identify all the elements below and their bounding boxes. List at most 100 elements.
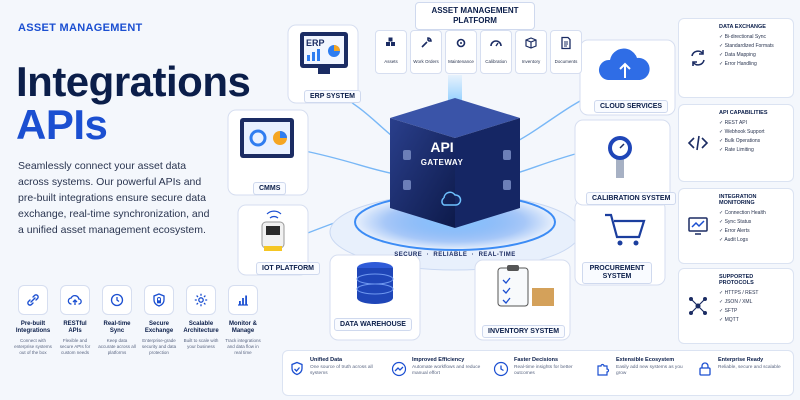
feature-desc: Built to scale with your business — [183, 338, 219, 349]
iot-device-icon — [261, 210, 285, 251]
platform-title: ASSET MANAGEMENT PLATFORM — [415, 2, 535, 30]
puzzle-icon — [597, 363, 610, 376]
trend-icon — [391, 361, 407, 377]
monitor-chart-icon — [688, 217, 708, 235]
benefit-desc: Automate workflows and reduce manual eff… — [412, 365, 481, 376]
shield-check-icon — [291, 361, 303, 376]
cloud-upload-icon — [60, 285, 90, 315]
feature-restful: RESTful APIs Flexible and secure APIs fo… — [56, 285, 94, 356]
module-inventory: Inventory — [515, 30, 547, 74]
card-item: ✓ REST API — [719, 120, 748, 126]
feature-title: RESTful APIs — [63, 321, 87, 334]
clock-icon — [493, 361, 509, 377]
network-icon — [689, 297, 707, 315]
gateway-cube — [390, 98, 520, 228]
iot-platform-label: IOT PLATFORM — [256, 262, 320, 275]
gauge-icon — [490, 40, 502, 47]
module-label: Inventory — [521, 59, 541, 64]
shopping-cart-icon — [605, 213, 646, 246]
erp-monitor-icon — [300, 32, 348, 74]
document-icon — [561, 36, 571, 50]
inventory-system-label: INVENTORY SYSTEM — [482, 325, 566, 338]
feature-title: Secure Exchange — [144, 321, 174, 334]
module-label: Assets — [384, 59, 398, 64]
box-icon — [525, 37, 537, 49]
card-item: ✓ MQTT — [719, 317, 739, 323]
cmms-monitor-icon — [240, 118, 294, 158]
sync-icon — [691, 50, 705, 66]
card-item: ✓ Data Mapping — [719, 52, 756, 58]
feature-desc: Keep data accurate across all platforms — [98, 338, 136, 355]
feature-desc: Connect with enterprise systems out of t… — [14, 338, 52, 355]
procurement-system-label: PROCUREMENT SYSTEM — [582, 262, 652, 284]
gear-icon — [186, 285, 216, 315]
shield-icon — [144, 285, 174, 315]
module-work-orders: Work Orders — [410, 30, 442, 74]
benefit-title: Improved Efficiency — [412, 357, 465, 363]
erp-system-label: ERP SYSTEM — [304, 90, 361, 103]
data-warehouse-label: DATA WAREHOUSE — [334, 318, 412, 331]
gateway-ring-text: SECURE · RELIABLE · REAL-TIME — [394, 252, 516, 258]
clipboard-icon — [497, 265, 554, 307]
feature-desc: Enterprise-grade security and data prote… — [141, 338, 177, 355]
benefit-desc: Real-time insights for better outcomes — [514, 365, 573, 376]
module-assets: Assets — [375, 30, 407, 74]
feature-prebuilt: Pre-built Integrations Connect with ente… — [14, 285, 52, 356]
wrench-icon — [421, 37, 432, 48]
feature-title: Scalable Architecture — [183, 321, 219, 334]
card-integration-monitoring: INTEGRATION MONITORING ✓ Connection Heal… — [678, 188, 794, 264]
benefit-desc: Easily add new systems as you grow — [616, 365, 683, 376]
gateway-line2: GATEWAY — [420, 158, 464, 167]
card-item: ✓ Audit Logs — [719, 237, 748, 243]
module-label: Work Orders — [413, 59, 439, 64]
card-title: API CAPABILITIES — [719, 110, 768, 116]
lock-icon — [699, 362, 711, 376]
bar-chart-icon — [228, 285, 258, 315]
card-item: ✓ Bi-directional Sync — [719, 34, 766, 40]
benefit-title: Enterprise Ready — [718, 357, 764, 363]
card-api-capabilities: API CAPABILITIES ✓ REST API ✓ Webhook Su… — [678, 104, 794, 182]
feature-realtime: Real-time Sync Keep data accurate across… — [98, 285, 136, 356]
card-item: ✓ Sync Status — [719, 219, 752, 225]
card-item: ✓ Bulk Operations — [719, 138, 761, 144]
module-label: Documents — [554, 59, 578, 64]
module-label: Maintenance — [448, 59, 474, 64]
benefit-desc: One source of truth across all systems — [310, 365, 373, 376]
module-calibration: Calibration — [480, 30, 512, 74]
feature-secure: Secure Exchange Enterprise-grade securit… — [140, 285, 178, 356]
card-item: ✓ JSON / XML — [719, 299, 753, 305]
database-icon — [356, 262, 394, 304]
feature-title: Monitor & Manage — [229, 321, 257, 334]
link-icon — [18, 285, 48, 315]
card-item: ✓ SFTP — [719, 308, 738, 314]
module-maintenance: Maintenance — [445, 30, 477, 74]
lead-paragraph: Seamlessly connect your asset data acros… — [18, 160, 210, 236]
card-item: ✓ Error Handling — [719, 61, 757, 67]
integration-diagram — [227, 24, 676, 341]
benefit-title: Extensible Ecosystem — [616, 357, 675, 363]
card-item: ✓ HTTPS / REST — [719, 290, 759, 296]
card-item: ✓ Connection Health — [719, 210, 766, 216]
feature-desc: Track integrations and data flow in real… — [225, 338, 261, 355]
feature-list: Pre-built Integrations Connect with ente… — [14, 285, 264, 356]
gateway-label: API GATEWAY — [412, 140, 472, 170]
card-item: ✓ Rate Limiting — [719, 147, 754, 153]
feature-monitor: Monitor & Manage Track integrations and … — [224, 285, 262, 356]
page-title: Integrations APIs — [16, 60, 251, 148]
title-line-2: APIs — [16, 101, 108, 148]
card-item: ✓ Webhook Support — [719, 129, 765, 135]
eyebrow-label: ASSET MANAGEMENT — [18, 22, 143, 34]
code-icon — [687, 135, 709, 151]
platform-modules: Assets Work Orders Maintenance Calibrati… — [375, 30, 582, 74]
boxes-icon — [386, 37, 395, 46]
card-title: DATA EXCHANGE — [719, 24, 766, 30]
card-title: INTEGRATION MONITORING — [719, 194, 757, 206]
clock-icon — [102, 285, 132, 315]
card-supported-protocols: SUPPORTED PROTOCOLS ✓ HTTPS / REST ✓ JSO… — [678, 268, 794, 344]
erp-screen-text: ERP — [306, 38, 325, 48]
